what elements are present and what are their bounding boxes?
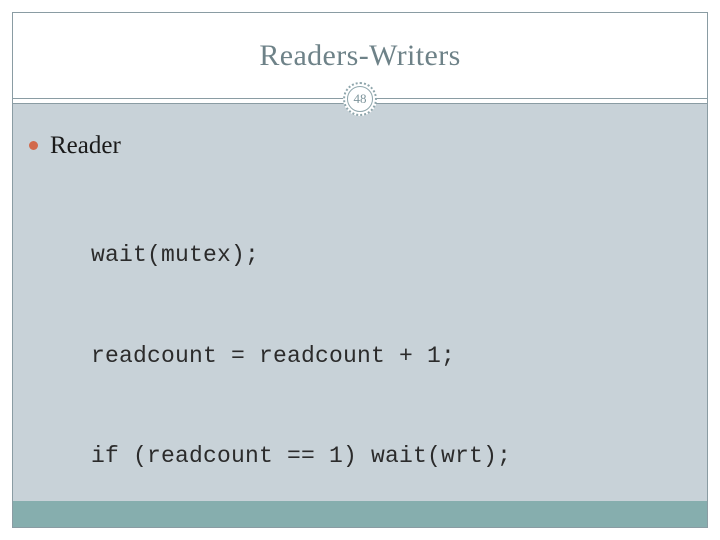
slide-body: Reader wait(mutex); readcount = readcoun… (13, 104, 707, 527)
code-line: wait(mutex); (91, 242, 260, 268)
bullet-dot-icon (29, 141, 38, 150)
code-line: readcount = readcount + 1; (91, 342, 456, 369)
footer-accent-bar (13, 501, 707, 527)
page-title: Readers-Writers (259, 39, 461, 72)
code-line: if (readcount == 1) wait(wrt); (91, 443, 512, 469)
slide-number-text: 48 (353, 91, 367, 106)
slide-number-badge-inner-ring: 48 (347, 86, 373, 112)
slide-canvas: Readers-Writers 48 Reader wait(mutex); r… (12, 12, 708, 528)
bullet-item-reader: Reader (29, 133, 121, 158)
slide-number-badge: 48 (343, 82, 377, 116)
code-block: wait(mutex); readcount = readcount + 1; … (91, 172, 539, 527)
bullet-item-label: Reader (50, 132, 121, 159)
